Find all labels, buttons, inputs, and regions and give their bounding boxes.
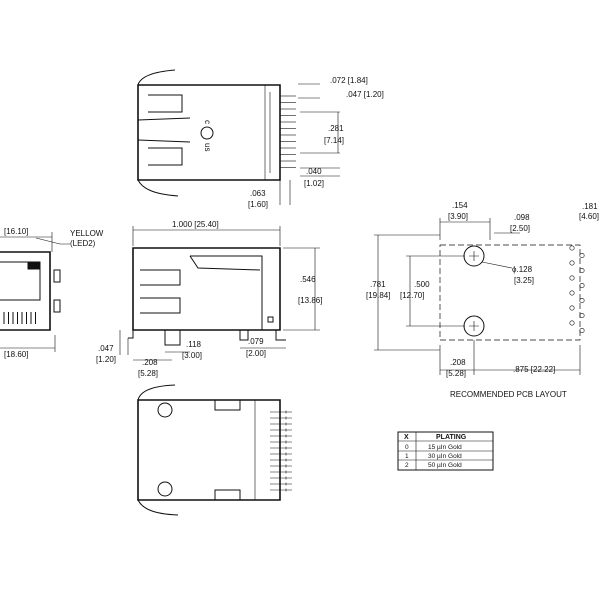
dim-pcb-right: .181 (582, 202, 598, 211)
bottom-view-pins (270, 410, 292, 492)
pcb-pin-hole (579, 282, 585, 288)
dim-top-pin-edge: .040 (306, 167, 322, 176)
dim-pcb-pin-dia-mm: [2.50] (510, 224, 530, 233)
ul-logo-icon (200, 126, 214, 140)
dim-side-peg-offset-mm: [1.20] (96, 355, 116, 364)
dim-side-peg-pos: .208 (142, 358, 158, 367)
plating-row-1-value: 30 µIn Gold (428, 453, 462, 460)
dim-top-standoff-mm: [1.60] (248, 200, 268, 209)
pcb-pin-hole (569, 245, 575, 251)
dim-pcb-hole-span-mm: [12.70] (400, 291, 424, 300)
bottom-peg-bottom (157, 481, 173, 497)
dim-side-peg-offset: .047 (98, 344, 114, 353)
dim-pcb-hole-dia-mm: [3.25] (514, 276, 534, 285)
dim-pcb-right-mm: [4.60] (579, 212, 599, 221)
dim-side-height-mm: [13.86] (298, 296, 322, 305)
pcb-pin-holes (569, 245, 585, 333)
dim-pcb-overall-mm: [19.84] (366, 291, 390, 300)
dim-pcb-hole-offset-mm: [5.28] (446, 369, 466, 378)
plating-row-1-x: 1 (405, 453, 409, 460)
side-view: 1.000 [25.40] .546 [13.86] .047 [1.20] .… (96, 220, 322, 378)
pcb-pin-hole (569, 305, 575, 311)
dim-top-pin-span-mm: [7.14] (324, 136, 344, 145)
dim-top-pin-width: .047 [1.20] (346, 90, 384, 99)
pcb-pin-hole (579, 267, 585, 273)
dim-top-pin-edge-mm: [1.02] (304, 179, 324, 188)
plating-header-plating: PLATING (436, 434, 467, 441)
plating-header-x: X (404, 434, 409, 441)
plating-row-2-x: 2 (405, 462, 409, 469)
dim-side-tail: .079 (248, 337, 264, 346)
front-view-body (0, 251, 51, 331)
dim-pcb-hole-span: .500 (414, 280, 430, 289)
dim-side-height: .546 (300, 275, 316, 284)
dim-top-pin-span: .281 (328, 124, 344, 133)
dim-top-pitch: .072 [1.84] (330, 76, 368, 85)
dim-side-peg-dia: .118 (186, 340, 202, 349)
pcb-pin-hole (579, 297, 585, 303)
ul-mark-us: us (203, 143, 212, 151)
pcb-pin-hole (579, 312, 585, 318)
led-color-label: YELLOW (70, 229, 104, 238)
pcb-layout: .154 [3.90] .098 [2.50] .181 [4.60] ϕ.12… (366, 201, 599, 399)
dim-front-height: [16.10] (4, 227, 28, 236)
led2-indicator (27, 261, 41, 270)
pcb-outline (439, 244, 581, 341)
top-view-pins (280, 95, 296, 168)
pcb-layout-title: RECOMMENDED PCB LAYOUT (450, 390, 567, 399)
dim-pcb-length: .875 [22.22] (513, 365, 555, 374)
bottom-view (137, 384, 292, 516)
dim-top-standoff: .063 (250, 189, 266, 198)
dim-front-width: [18.60] (4, 350, 28, 359)
pcb-pin-hole (569, 290, 575, 296)
led-name-label: (LED2) (70, 239, 96, 248)
dim-pcb-overall: .781 (370, 280, 386, 289)
plating-table: X PLATING 0 15 µIn Gold 1 30 µIn Gold 2 … (397, 431, 494, 471)
pcb-pin-hole (579, 327, 585, 333)
dim-side-tail-mm: [2.00] (246, 349, 266, 358)
dim-pcb-hole-offset: .208 (450, 358, 466, 367)
dim-side-peg-dia-mm: [3.00] (182, 351, 202, 360)
pcb-pin-hole (569, 260, 575, 266)
bottom-peg-top (157, 402, 173, 418)
pcb-pin-hole (569, 320, 575, 326)
dim-pcb-pin-row-mm: [3.90] (448, 212, 468, 221)
top-view: c us .072 [1.84] .047 [1.20] .281 [7.14]… (137, 69, 384, 209)
dim-pcb-pin-dia: .098 (514, 213, 530, 222)
pcb-pin-hole (569, 275, 575, 281)
bottom-view-body (137, 399, 281, 501)
plating-row-0-x: 0 (405, 444, 409, 451)
dim-pcb-hole-dia: ϕ.128 (512, 265, 533, 274)
dim-pcb-pin-row: .154 (452, 201, 468, 210)
plating-row-0-value: 15 µIn Gold (428, 444, 462, 451)
dim-side-length: 1.000 [25.40] (172, 220, 219, 229)
side-view-body (132, 247, 281, 331)
front-view: [16.10] YELLOW (LED2) [18.60] (0, 227, 104, 359)
ul-mark-c: c (203, 120, 212, 124)
front-view-pins (3, 312, 36, 324)
top-view-shield-curve (137, 69, 176, 86)
top-view-body (137, 84, 281, 181)
dim-side-peg-pos-mm: [5.28] (138, 369, 158, 378)
pcb-pin-hole (579, 253, 585, 259)
plating-row-2-value: 50 µIn Gold (428, 462, 462, 469)
